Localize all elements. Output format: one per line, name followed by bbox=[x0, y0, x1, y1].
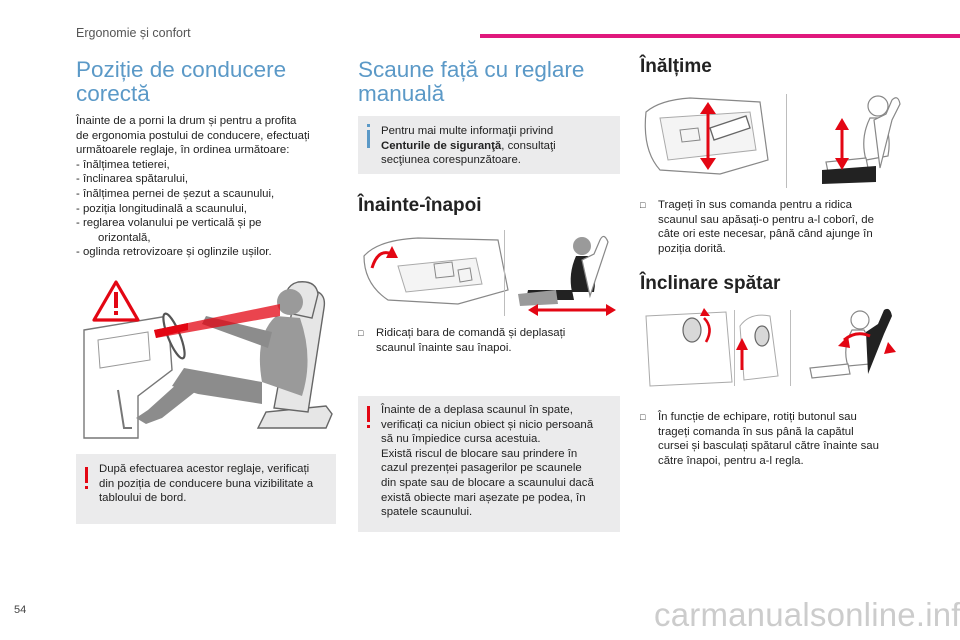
warning-text: Înainte de a deplasa scaunul în spate, v… bbox=[381, 403, 614, 520]
warning-text: După efectuarea acestor reglaje, verific… bbox=[99, 462, 330, 506]
height-adjust-illustration bbox=[644, 94, 901, 188]
warning-icon bbox=[367, 406, 370, 422]
bullet-item: □ Trageți în sus comanda pentru a ridica bbox=[640, 198, 906, 213]
text-line: Centurile de siguranţă, consultaţi bbox=[381, 139, 614, 154]
section-title-line: manuală bbox=[358, 81, 445, 106]
text-line: următoarele reglaje, în ordinea următoar… bbox=[76, 144, 290, 157]
text-line: trageți comanda în sus până la capătul bbox=[658, 425, 854, 438]
checkbox-bullet-icon: □ bbox=[640, 200, 646, 210]
text-line: de ergonomia postului de conducere, efec… bbox=[76, 129, 310, 142]
bullet-item: □ În funcție de echipare, rotiți butonul … bbox=[640, 410, 906, 425]
text-span: Trageți în sus comanda pentru a ridica bbox=[658, 199, 852, 211]
text-line: există obiecte mari așezate pe podea, în bbox=[381, 491, 586, 504]
subsection-title: Înclinare spătar bbox=[640, 273, 781, 294]
text-line: orizontală, bbox=[98, 231, 151, 244]
bullet-item: □ Ridicați bara de comandă și deplasați bbox=[358, 326, 620, 341]
text-span: , consultaţi bbox=[501, 139, 556, 152]
watermark: carmanualsonline.info bbox=[654, 596, 960, 633]
section-header: Ergonomie și confort bbox=[76, 26, 191, 40]
info-note: Pentru mai multe informaţii privind Cent… bbox=[358, 116, 620, 174]
subsection-title: Înălțime bbox=[640, 56, 712, 77]
page-number: 54 bbox=[14, 604, 27, 616]
text-line: să nu împiedice cursa acestuia. bbox=[381, 433, 541, 446]
text-span: Ridicați bara de comandă și deplasați bbox=[376, 327, 566, 339]
text-span: În funcție de echipare, rotiți butonul s… bbox=[658, 411, 857, 423]
text-line: Există riscul de blocare sau prindere în bbox=[381, 447, 578, 460]
text-line: - oglinda retrovizoare și oglinzile ușil… bbox=[76, 246, 272, 259]
warning-note: Înainte de a deplasa scaunul în spate, v… bbox=[358, 396, 620, 532]
fore-aft-instruction: □ Ridicați bara de comandă și deplasați s… bbox=[358, 326, 620, 355]
text-line: poziția dorită. bbox=[658, 242, 726, 255]
text-line: câte ori este necesar, până când ajunge … bbox=[658, 228, 873, 241]
text-line: După efectuarea acestor reglaje, verific… bbox=[99, 463, 310, 475]
info-icon bbox=[367, 130, 370, 148]
text-line: - reglarea volanului pe verticală și pe bbox=[76, 217, 262, 230]
warning-triangle-icon bbox=[92, 280, 140, 322]
text-line: - poziția longitudinală a scaunului, bbox=[76, 202, 247, 215]
text-line: secţiunea corespunzătoare. bbox=[381, 154, 521, 167]
fore-aft-illustration bbox=[363, 230, 616, 316]
warning-icon-dot bbox=[367, 425, 370, 428]
checkbox-bullet-icon: □ bbox=[358, 328, 364, 338]
driving-position-illustration bbox=[83, 280, 333, 439]
intro-paragraph: Înainte de a porni la drum și pentru a p… bbox=[76, 114, 336, 260]
text-line: din poziția de conducere buna vizibilita… bbox=[99, 477, 314, 490]
checkbox-bullet-icon: □ bbox=[640, 412, 646, 422]
text-line: verificați ca niciun obiect și nicio per… bbox=[381, 418, 594, 431]
subsection-title: Înainte-înapoi bbox=[358, 195, 482, 216]
text-line: Înainte de a porni la drum și pentru a p… bbox=[76, 115, 297, 127]
backrest-tilt-illustration bbox=[645, 308, 896, 387]
text-line: din spate sau de blocare a scaunului dac… bbox=[381, 476, 594, 489]
text-line: - înclinarea spătarului, bbox=[76, 173, 189, 186]
text-line: cursei și basculați spătarul către înain… bbox=[658, 440, 879, 453]
page-title-line: Poziție de conducere bbox=[76, 57, 287, 82]
section-title: Scaune față cu reglare manuală bbox=[358, 58, 584, 106]
text-line: scaunul înainte sau înapoi. bbox=[376, 341, 512, 354]
warning-note: După efectuarea acestor reglaje, verific… bbox=[76, 454, 336, 524]
bold-reference: Centurile de siguranţă bbox=[381, 139, 502, 152]
info-icon-dot bbox=[367, 124, 370, 127]
text-line: - înălțimea tetierei, bbox=[76, 158, 170, 171]
text-line: scaunul sau apăsați-o pentru a-l coborî,… bbox=[658, 213, 874, 226]
text-line: Pentru mai multe informaţii privind bbox=[381, 125, 554, 137]
text-line: cazul prezenței pasagerilor pe scaunele bbox=[381, 462, 582, 475]
page-title-line: corectă bbox=[76, 81, 150, 106]
text-line: - înălțimea pernei de șezut a scaunului, bbox=[76, 187, 275, 200]
height-instruction: □Trageți în sus comanda pentru a ridica … bbox=[640, 198, 906, 256]
text-line: Înainte de a deplasa scaunul în spate, bbox=[381, 404, 573, 416]
warning-icon bbox=[85, 467, 88, 483]
info-text: Pentru mai multe informaţii privind Cent… bbox=[381, 124, 614, 168]
page-title: Poziție de conducere corectă bbox=[76, 58, 286, 106]
backrest-instruction: □ În funcție de echipare, rotiți butonul … bbox=[640, 410, 906, 468]
text-line: tabloului de bord. bbox=[99, 492, 187, 505]
warning-icon-dot bbox=[85, 486, 88, 489]
section-title-line: Scaune față cu reglare bbox=[358, 57, 585, 82]
text-line: spatele scaunului. bbox=[381, 506, 473, 519]
header-accent-bar bbox=[480, 34, 960, 38]
text-line: către înapoi, pentru a-l regla. bbox=[658, 454, 804, 467]
